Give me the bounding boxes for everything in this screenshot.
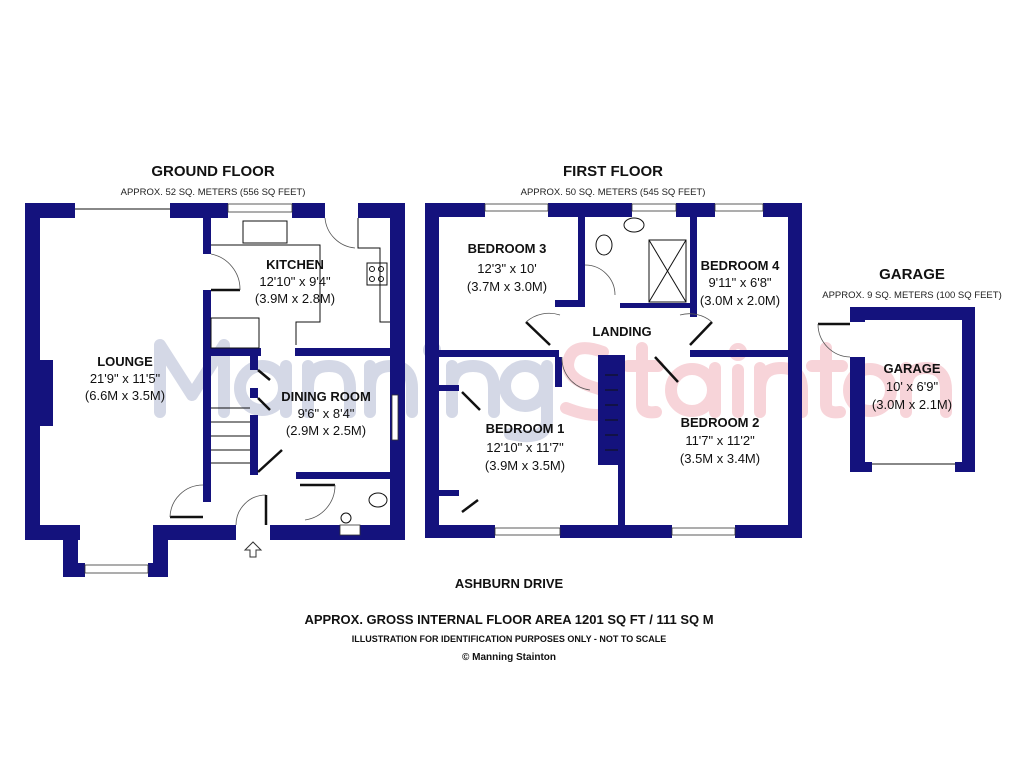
ground-floor-fixtures — [75, 203, 399, 574]
garage-title: GARAGE — [879, 266, 945, 283]
room-dimensions-imperial: 9'6" x 8'4" — [298, 406, 355, 421]
window — [227, 203, 293, 213]
room-name: BEDROOM 4 — [701, 258, 781, 273]
window — [484, 203, 549, 212]
ground-floor-title: GROUND FLOOR — [151, 163, 274, 180]
disclaimer: ILLUSTRATION FOR IDENTIFICATION PURPOSES… — [352, 634, 667, 644]
room-dimensions-metric: (3.7M x 3.0M) — [467, 279, 547, 294]
copyright: © Manning Stainton — [462, 652, 556, 663]
street-name: ASHBURN DRIVE — [455, 576, 564, 591]
room-landing: LANDING — [592, 324, 651, 339]
room-name: LOUNGE — [97, 354, 153, 369]
window — [631, 203, 677, 212]
window — [494, 527, 561, 536]
room-dimensions-imperial: 12'3" x 10' — [477, 261, 536, 276]
first-floor-plan: FIRST FLOOR APPROX. 50 SQ. METERS (545 S… — [425, 163, 802, 538]
room-bedroom-2: BEDROOM 2 11'7" x 11'2" (3.5M x 3.4M) — [680, 415, 760, 466]
room-name: DINING ROOM — [281, 389, 371, 404]
room-dining-room: DINING ROOM 9'6" x 8'4" (2.9M x 2.5M) — [281, 389, 371, 438]
room-name: GARAGE — [883, 361, 940, 376]
garage-plan: GARAGE APPROX. 9 SQ. METERS (100 SQ FEET… — [817, 266, 1002, 472]
entrance-arrow-icon — [243, 541, 263, 558]
first-floor-title: FIRST FLOOR — [563, 163, 663, 180]
room-dimensions-imperial: 11'7" x 11'2" — [685, 433, 755, 448]
window — [339, 524, 361, 536]
stairs — [211, 407, 250, 464]
room-kitchen: KITCHEN 12'10" x 9'4" (3.9M x 2.8M) — [255, 257, 335, 306]
watermark — [154, 339, 952, 443]
footer: ASHBURN DRIVE APPROX. GROSS INTERNAL FLO… — [304, 576, 713, 663]
garage-walls — [850, 307, 975, 472]
first-floor-area: APPROX. 50 SQ. METERS (545 SQ FEET) — [521, 187, 706, 198]
first-floor-walls — [425, 203, 802, 538]
window — [714, 203, 764, 212]
ground-floor-plan: GROUND FLOOR APPROX. 52 SQ. METERS (556 … — [25, 163, 405, 577]
garage-area: APPROX. 9 SQ. METERS (100 SQ FEET) — [822, 290, 1002, 301]
room-lounge: LOUNGE 21'9" x 11'5" (6.6M x 3.5M) — [85, 354, 165, 403]
cupboard — [210, 317, 260, 349]
toilet-icon — [368, 492, 388, 508]
sink-icon — [242, 220, 288, 244]
room-dimensions-metric: (3.0M x 2.0M) — [700, 293, 780, 308]
room-bedroom-4: BEDROOM 4 9'11" x 6'8" (3.0M x 2.0M) — [700, 258, 780, 308]
room-dimensions-imperial: 10' x 6'9" — [886, 379, 939, 394]
basin-icon — [623, 217, 645, 233]
room-bedroom-3: BEDROOM 3 12'3" x 10' (3.7M x 3.0M) — [467, 241, 547, 294]
shower-icon — [648, 239, 687, 303]
window — [671, 527, 736, 536]
room-dimensions-metric: (3.5M x 3.4M) — [680, 451, 760, 466]
room-bedroom-1: BEDROOM 1 12'10" x 11'7" (3.9M x 3.5M) — [485, 421, 565, 473]
room-name: KITCHEN — [266, 257, 324, 272]
room-dimensions-imperial: 9'11" x 6'8" — [708, 275, 771, 290]
basin-icon — [340, 512, 352, 524]
room-dimensions-metric: (3.9M x 3.5M) — [485, 458, 565, 473]
hob-icon — [366, 262, 388, 286]
room-dimensions-imperial: 12'10" x 9'4" — [259, 274, 331, 289]
room-name: BEDROOM 1 — [486, 421, 565, 436]
first-floor-fixtures — [461, 203, 764, 536]
room-dimensions-metric: (2.9M x 2.5M) — [286, 423, 366, 438]
ground-floor-area: APPROX. 52 SQ. METERS (556 SQ FEET) — [121, 187, 306, 198]
room-dimensions-imperial: 12'10" x 11'7" — [486, 440, 564, 455]
room-dimensions-metric: (3.9M x 2.8M) — [255, 291, 335, 306]
room-dimensions-metric: (6.6M x 3.5M) — [85, 388, 165, 403]
window — [391, 394, 399, 441]
ground-floor-walls — [25, 203, 405, 577]
room-name: LANDING — [592, 324, 651, 339]
room-name: BEDROOM 3 — [468, 241, 547, 256]
window — [84, 564, 149, 574]
room-dimensions-imperial: 21'9" x 11'5" — [90, 371, 161, 386]
room-name: BEDROOM 2 — [681, 415, 760, 430]
gross-area: APPROX. GROSS INTERNAL FLOOR AREA 1201 S… — [304, 612, 713, 627]
room-dimensions-metric: (3.0M x 2.1M) — [872, 397, 952, 412]
toilet-icon — [595, 234, 613, 256]
stairs — [605, 374, 618, 451]
